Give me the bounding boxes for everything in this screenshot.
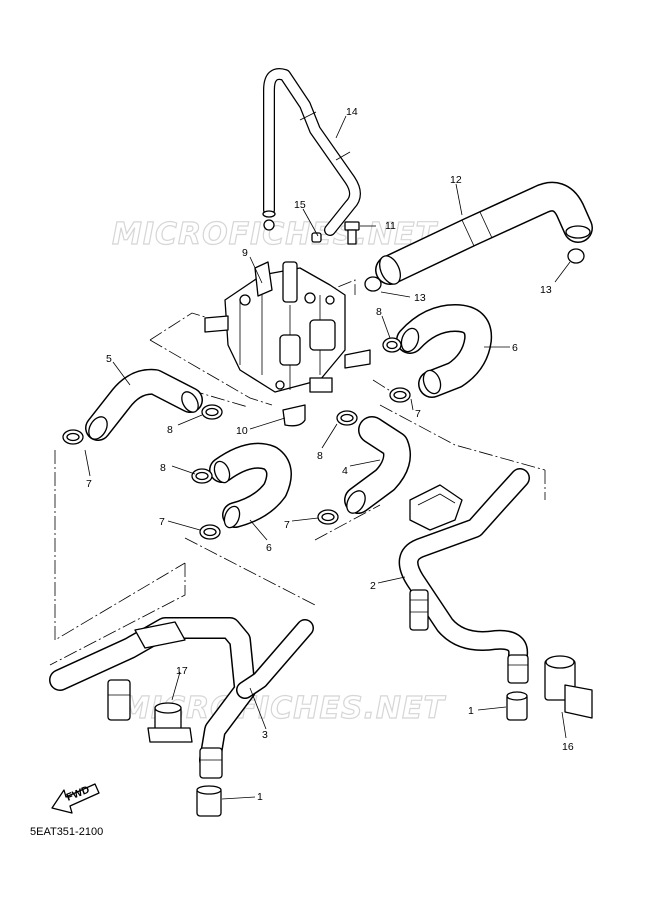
watermark-upper: MICROFICHES.NET xyxy=(112,217,439,252)
callout-5: 5 xyxy=(106,353,112,365)
callout-9: 9 xyxy=(242,247,248,259)
callout-1-bottom: 1 xyxy=(257,791,263,803)
callout-4: 4 xyxy=(342,465,348,477)
hose-2 xyxy=(398,468,530,684)
callout-15: 15 xyxy=(294,199,306,211)
leader-lines xyxy=(84,115,571,800)
clamp-7-left xyxy=(62,429,84,445)
callout-8-middle: 8 xyxy=(317,450,323,462)
hose-12 xyxy=(375,181,593,285)
callout-1-right: 1 xyxy=(468,705,474,717)
callout-10: 10 xyxy=(236,425,248,437)
callout-11: 11 xyxy=(385,220,396,232)
clamp-7-middle xyxy=(317,509,339,525)
hose-5 xyxy=(85,368,203,441)
clamp-8-middle xyxy=(336,410,358,426)
clamp-8-upper-right xyxy=(382,337,402,353)
hose-4 xyxy=(344,416,411,514)
callout-7-middle: 7 xyxy=(284,519,290,531)
clamp-7-upper-right xyxy=(389,387,411,403)
clamp-7-lower xyxy=(199,524,221,540)
callout-8-left: 8 xyxy=(167,424,173,436)
fitting-16 xyxy=(544,655,593,719)
callout-6-lower: 6 xyxy=(266,542,272,554)
clamp-8-left xyxy=(201,404,223,420)
callout-7-upper-right: 7 xyxy=(415,408,421,420)
hose-14 xyxy=(262,68,361,236)
clamp-8-lower xyxy=(191,468,213,484)
hose-6-lower xyxy=(209,442,292,529)
callout-6-upper: 6 xyxy=(512,342,518,354)
gasket-10 xyxy=(282,404,306,427)
bolt-11 xyxy=(344,221,360,245)
hose-6-upper xyxy=(396,304,493,398)
reed-valve-9 xyxy=(204,261,371,393)
sleeve-1-bottom xyxy=(196,785,222,817)
callout-12: 12 xyxy=(450,174,462,186)
callout-8-upper-right: 8 xyxy=(376,306,382,318)
callout-7-left: 7 xyxy=(86,478,92,490)
fitting-17 xyxy=(147,702,193,743)
callout-14: 14 xyxy=(346,106,358,118)
callout-13-center: 13 xyxy=(414,292,426,304)
sleeve-1-right xyxy=(506,691,528,721)
gasket-13 xyxy=(364,248,585,292)
hose-3 xyxy=(49,617,314,779)
callout-17: 17 xyxy=(176,665,188,677)
callout-labels: 14 12 15 11 9 13 13 8 6 5 8 10 7 7 8 4 8… xyxy=(86,106,574,803)
drawing-code: 5EAT351-2100 xyxy=(30,826,104,838)
callout-7-lower: 7 xyxy=(159,516,165,528)
callout-3: 3 xyxy=(262,729,268,741)
callout-13-right: 13 xyxy=(540,284,552,296)
callout-8-lower: 8 xyxy=(160,462,166,474)
callout-16: 16 xyxy=(562,741,574,753)
callout-2: 2 xyxy=(370,580,376,592)
fwd-arrow-icon: FWD xyxy=(51,783,100,814)
